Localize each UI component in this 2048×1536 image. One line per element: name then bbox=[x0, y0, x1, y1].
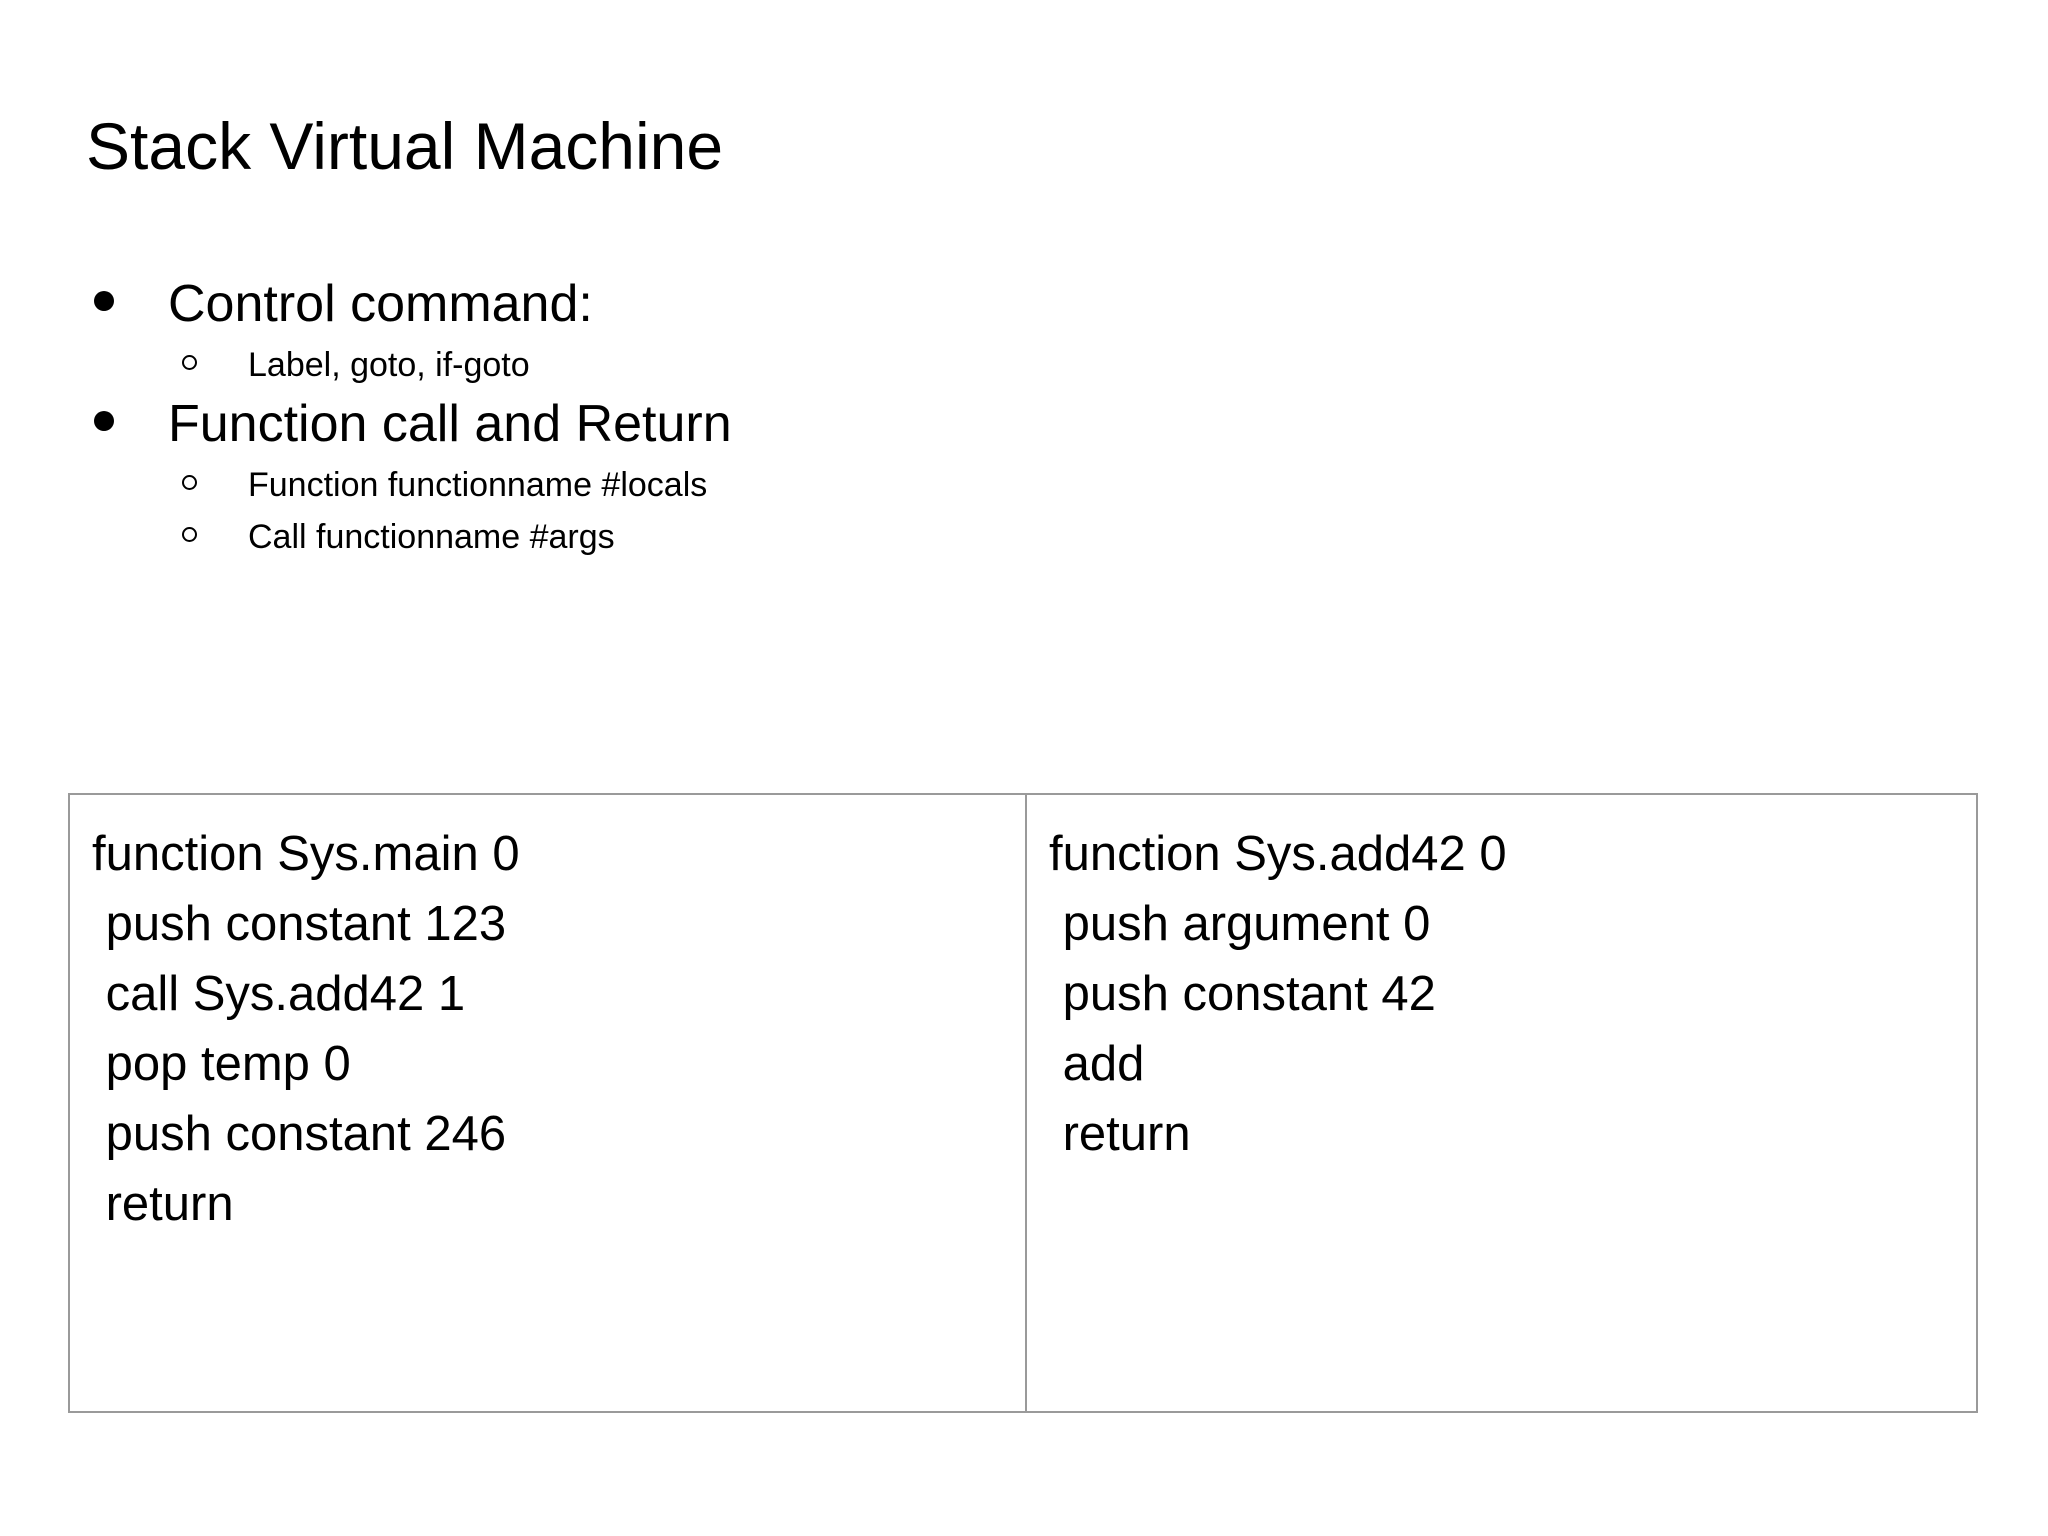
code-line: function Sys.main 0 bbox=[92, 827, 520, 881]
code-line: push constant 246 bbox=[92, 1107, 507, 1162]
bullet-label: Control command: bbox=[168, 275, 593, 333]
code-line: add bbox=[1049, 1037, 1145, 1092]
code-line: pop temp 0 bbox=[92, 1037, 351, 1092]
code-line: push constant 123 bbox=[92, 897, 507, 952]
sub-bullet-item-label-goto: Label, goto, if-goto bbox=[86, 341, 1786, 390]
sub-bullet-label: Function functionname #locals bbox=[248, 466, 708, 505]
code-line: function Sys.add42 0 bbox=[1049, 827, 1507, 881]
hollow-circle-bullet-icon bbox=[182, 355, 248, 375]
code-line: push argument 0 bbox=[1049, 897, 1431, 952]
sub-bullet-item-call-decl: Call functionname #args bbox=[86, 513, 1786, 562]
sub-bullet-item-function-decl: Function functionname #locals bbox=[86, 461, 1786, 510]
code-line: return bbox=[1049, 1107, 1191, 1162]
sub-bullet-label: Call functionname #args bbox=[248, 517, 615, 556]
filled-disc-bullet-icon bbox=[86, 287, 168, 317]
bullet-label: Function call and Return bbox=[168, 395, 732, 454]
hollow-circle-bullet-icon bbox=[182, 475, 248, 495]
code-example-table: function Sys.main 0 push constant 123 ca… bbox=[68, 793, 1978, 1413]
code-line: push constant 42 bbox=[1049, 967, 1436, 1022]
filled-disc-bullet-icon bbox=[86, 407, 168, 437]
bullet-item-function-call-return: Function call and Return bbox=[86, 392, 1786, 457]
code-cell-sys-main: function Sys.main 0 push constant 123 ca… bbox=[70, 795, 1027, 1411]
page-title: Stack Virtual Machine bbox=[86, 109, 724, 183]
code-cell-sys-add42: function Sys.add42 0 push argument 0 pus… bbox=[1027, 795, 1976, 1411]
code-line: call Sys.add42 1 bbox=[92, 967, 466, 1022]
code-line: return bbox=[92, 1177, 234, 1232]
bullet-item-control-command: Control command: bbox=[86, 272, 1786, 337]
sub-bullet-label: Label, goto, if-goto bbox=[248, 346, 530, 384]
bullet-list: Control command: Label, goto, if-goto Fu… bbox=[86, 272, 1786, 564]
hollow-circle-bullet-icon bbox=[182, 527, 248, 547]
